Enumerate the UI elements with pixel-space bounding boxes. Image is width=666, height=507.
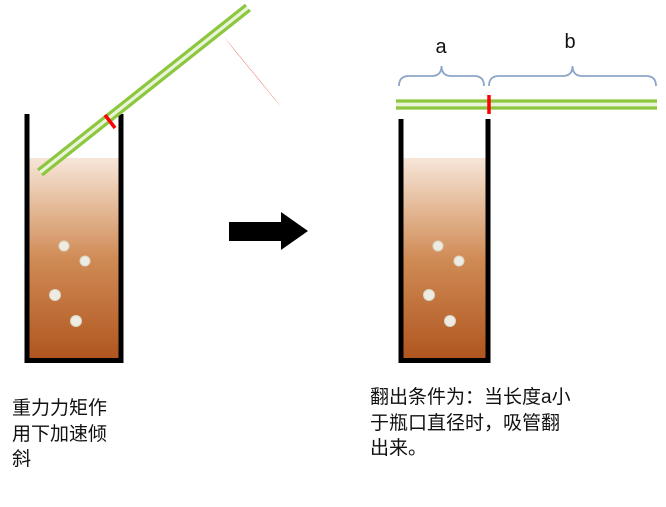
pivot-mark-left (103, 113, 117, 130)
straw-inner-band (37, 5, 251, 175)
straw-edge (41, 8, 251, 177)
bubble (432, 240, 444, 252)
length-b-label: b (564, 31, 575, 53)
length-a-label: a (435, 36, 447, 58)
bubble (423, 289, 435, 301)
left-caption: 重力力矩作用下加速倾斜 (12, 398, 108, 471)
brace-b (488, 65, 657, 87)
left-liquid (29, 158, 119, 360)
bubble (58, 240, 70, 252)
bubble (444, 315, 456, 327)
bubble (453, 255, 465, 267)
straw-edge (37, 3, 247, 172)
right-caption: 翻出条件为：当长度a小于瓶口直径时，吸管翻出来。 (370, 387, 571, 460)
brace-a (398, 65, 485, 87)
right-bubbles (423, 240, 465, 327)
right-glass (398, 119, 491, 363)
left-bubbles (49, 240, 91, 327)
right-liquid (403, 158, 486, 360)
left-glass (24, 114, 124, 363)
bubble (70, 315, 82, 327)
right-straw (396, 95, 657, 114)
left-straw (37, 3, 251, 177)
bubble (49, 289, 61, 301)
length-annotations: a b (398, 31, 657, 87)
tilt-direction-arrow (223, 36, 282, 108)
transition-arrow (229, 212, 308, 250)
bubble (79, 255, 91, 267)
